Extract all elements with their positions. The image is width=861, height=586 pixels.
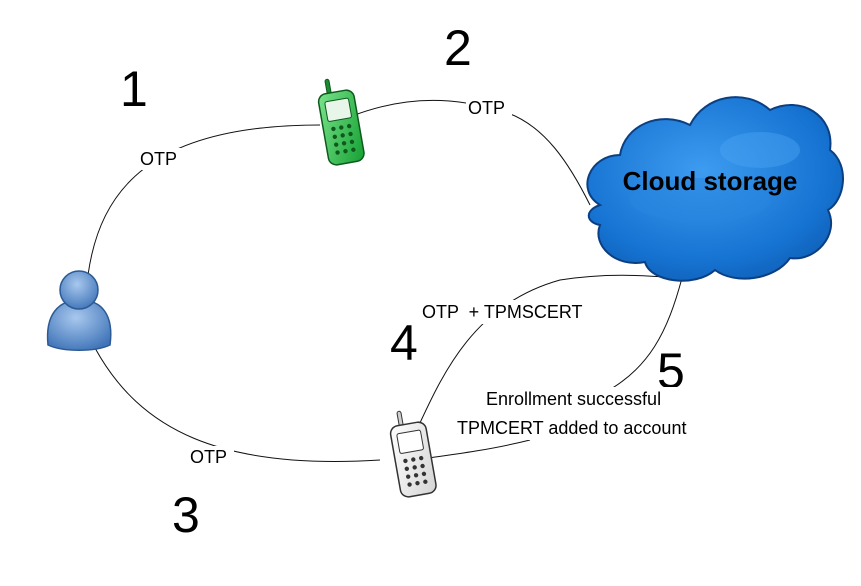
step-number-1: 1 [120,61,148,117]
label-otp-phone-to-cloud: OTP [468,98,505,118]
label-enrollment-successful: Enrollment successful [486,389,661,409]
mobile-phone-icon [317,78,365,166]
label-tpmcert-added: TPMCERT added to account [457,418,686,438]
connector-user-to-device [94,347,381,463]
label-otp-user-to-device: OTP [190,447,227,467]
cloud-storage-label: Cloud storage [623,166,798,196]
step-number-4: 4 [390,315,418,371]
connector-device-to-cloud [412,274,681,439]
connector-cloud-to-device [427,277,683,459]
user-icon [46,270,112,351]
cloud-icon [586,96,844,282]
label-otp-tpmscert: OTP + TPMSCERT [422,302,583,322]
label-otp-user-to-phone: OTP [140,149,177,169]
step-number-3: 3 [172,487,200,543]
connector-user-to-phone [87,124,321,276]
mobile-phone-icon [389,410,437,498]
step-number-2: 2 [444,20,472,76]
